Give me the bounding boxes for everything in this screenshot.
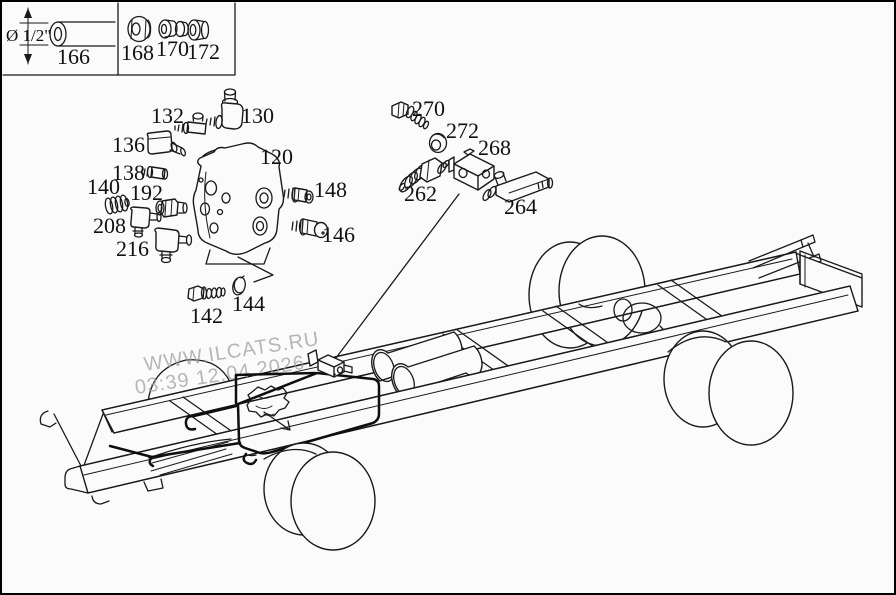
part-label-208: 208 — [93, 213, 126, 238]
part-label-172: 172 — [187, 39, 220, 64]
fitting-268 — [448, 148, 495, 191]
bumper-bracket — [39, 410, 57, 428]
part-label-264: 264 — [504, 194, 537, 219]
part-label-166: 166 — [57, 44, 90, 69]
location-arrow — [263, 411, 291, 431]
fitting-130 — [205, 88, 244, 130]
part-label-140: 140 — [87, 174, 120, 199]
front-far-wheel-arch — [147, 359, 233, 403]
legend-insert-172 — [187, 19, 210, 41]
part-label-136: 136 — [112, 132, 145, 157]
pipe-clip — [242, 452, 258, 466]
fitting-136 — [146, 130, 186, 157]
part-label-148: 148 — [314, 177, 347, 202]
part-labels: 166 168 170 172 132 130 136 138 140 192 … — [57, 36, 537, 328]
fitting-272 — [428, 132, 448, 154]
part-label-132: 132 — [151, 103, 184, 128]
part-label-142: 142 — [190, 303, 223, 328]
fitting-138 — [141, 165, 169, 180]
part-label-168: 168 — [121, 40, 154, 65]
fitting-144 — [232, 275, 246, 296]
near-frame-rail — [39, 285, 859, 505]
fitting-262 — [398, 157, 450, 193]
connector-group — [391, 101, 554, 203]
legend-union-168 — [127, 15, 152, 43]
cluster-leader — [237, 256, 274, 283]
part-label-192: 192 — [130, 180, 163, 205]
diameter-label: Ø 1/2" — [6, 26, 51, 45]
rear-ibeam-crossmember — [748, 234, 822, 279]
part-label-270: 270 — [412, 96, 445, 121]
fitting-264 — [482, 171, 554, 203]
fitting-140 — [104, 194, 130, 215]
fitting-208 — [130, 206, 162, 238]
fitting-192 — [155, 198, 188, 218]
air-tanks — [371, 331, 483, 397]
front-tip-hook — [91, 495, 110, 505]
part-label-130: 130 — [241, 103, 274, 128]
front-left-wheel — [263, 442, 376, 551]
fitting-216 — [154, 227, 193, 264]
diameter-dimension: Ø 1/2" — [6, 7, 51, 65]
fitting-142 — [187, 285, 226, 302]
part-label-262: 262 — [404, 181, 437, 206]
legend-box: Ø 1/2" — [2, 2, 236, 76]
fitting-148 — [283, 187, 314, 204]
fitting-146 — [291, 218, 329, 239]
part-label-268: 268 — [478, 135, 511, 160]
mounted-valve-assembly — [246, 385, 291, 431]
rail-tee-fitting — [307, 349, 353, 378]
part-label-170: 170 — [156, 36, 189, 61]
rear-right-wheel — [663, 330, 794, 446]
part-label-120: 120 — [260, 144, 293, 169]
leader-line-268 — [335, 193, 460, 359]
part-label-216: 216 — [116, 236, 149, 261]
part-label-138: 138 — [112, 160, 145, 185]
brake-pipes — [108, 371, 381, 468]
fitting-132 — [174, 112, 207, 135]
legend-hose-166 — [49, 21, 116, 47]
valve-block-120 — [192, 142, 285, 283]
fitting-270 — [391, 101, 430, 130]
valve-cluster — [104, 88, 329, 302]
part-label-146: 146 — [322, 222, 355, 247]
part-label-144: 144 — [232, 291, 265, 316]
part-label-272: 272 — [446, 118, 479, 143]
